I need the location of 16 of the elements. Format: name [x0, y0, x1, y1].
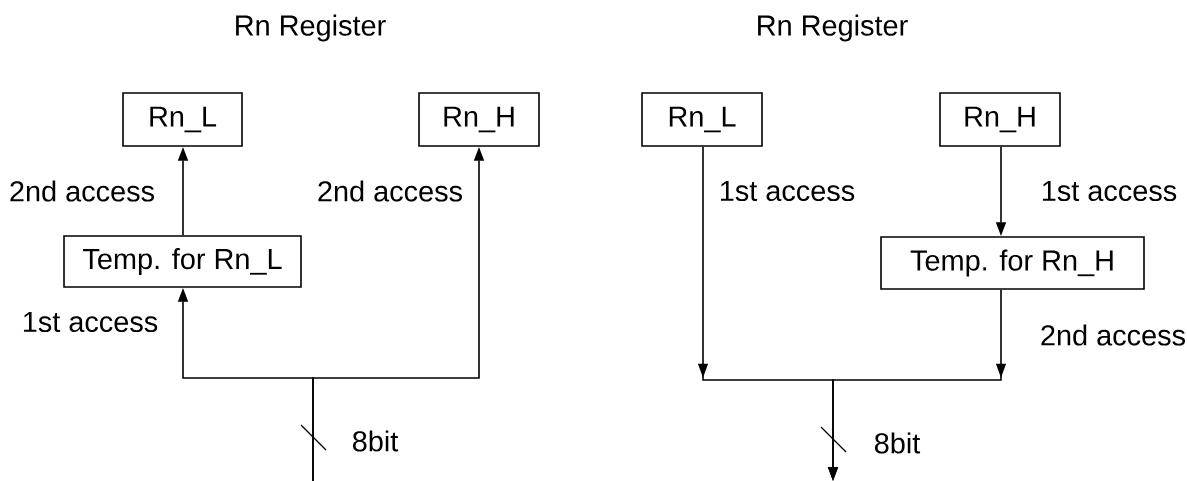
edge-label: 1st access — [720, 180, 855, 202]
edge-label: 2nd access — [10, 180, 154, 202]
register-title: Rn Register — [236, 14, 386, 42]
edge-label: 1st access — [1042, 180, 1177, 202]
register-box: Rn_L — [641, 92, 763, 147]
bus-width-label: 8bit — [874, 432, 921, 454]
register-box: Rn_L — [122, 92, 243, 147]
register-box: Temp. for Rn_H — [880, 236, 1145, 290]
bus-width-label: 8bit — [352, 430, 399, 452]
register-box: Rn_H — [418, 92, 540, 147]
register-box: Temp. for Rn_L — [63, 235, 302, 288]
edge-label: 2nd access — [318, 180, 462, 202]
edge-label: 1st access — [23, 311, 158, 333]
register-title: Rn Register — [758, 14, 908, 42]
register-box: Rn_H — [939, 92, 1061, 147]
edge-label: 2nd access — [1041, 324, 1185, 346]
